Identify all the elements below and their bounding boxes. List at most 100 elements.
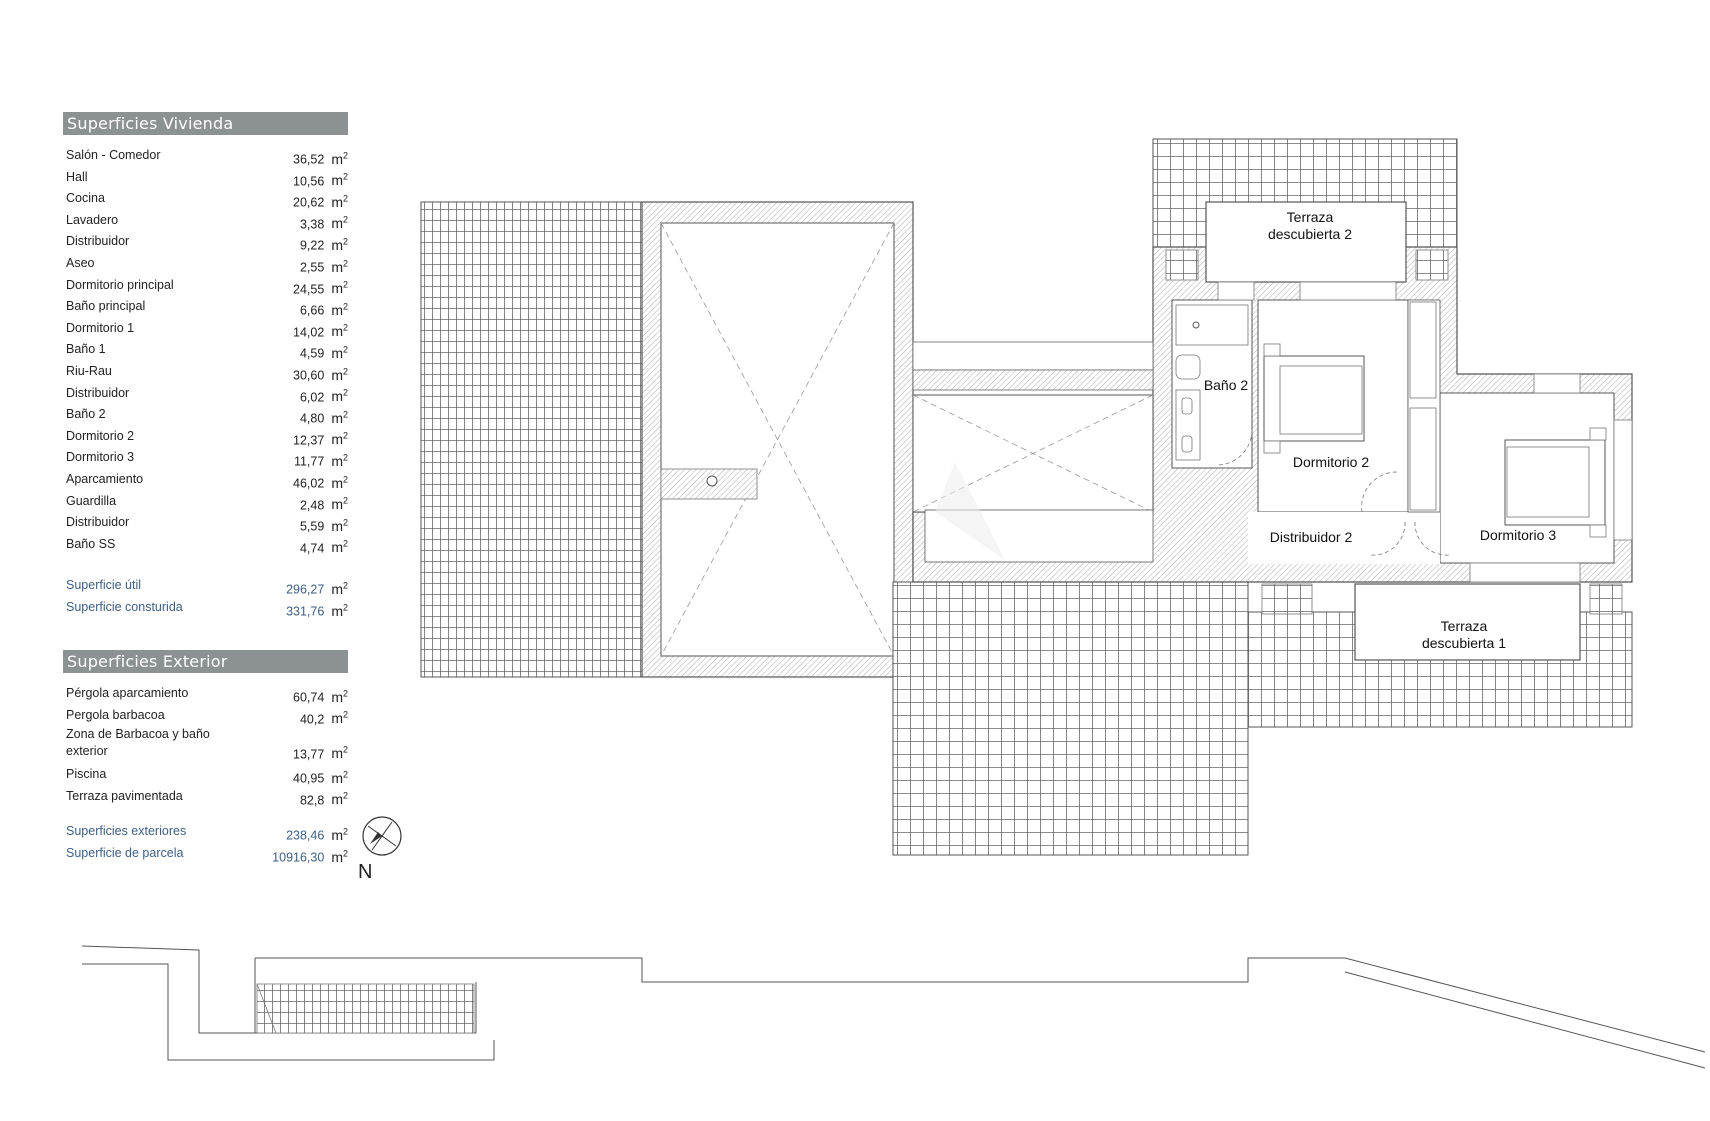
terraza-descubierta-2 [1205,201,1407,283]
area-unit: m2 [331,601,348,619]
area-unit: m2 [331,473,348,491]
interior-areas-header: Superficies Vivienda [63,112,348,135]
area-unit: m2 [331,150,348,167]
area-unit: m2 [331,322,348,340]
area-value: 331,76 m2 [286,597,348,623]
area-number: 10,56 [293,174,325,189]
area-unit: m2 [331,495,348,513]
area-total-row: Superficies exteriores 238,46 m2 [63,821,348,843]
area-label: Baño principal [66,299,146,314]
area-number: 296,27 [286,582,325,597]
area-number: 5,59 [299,519,325,534]
area-number: 6,02 [299,390,325,405]
area-label: Dormitorio 2 [66,428,135,443]
roof-tiles-bottom [892,581,1249,856]
area-unit: m2 [331,301,348,318]
area-label: Superficies exteriores [66,824,187,839]
area-row: Distribuidor 6,02 m2 [63,383,348,405]
area-unit: m2 [331,826,348,844]
area-label: Pergola barbacoa [66,707,165,722]
exterior-areas-header: Superficies Exterior [63,650,348,673]
area-unit: m2 [331,452,348,469]
area-row: Pérgola aparcamiento 60,74 m2 [63,683,348,705]
area-number: 9,22 [299,239,325,254]
area-number: 14,02 [293,325,325,340]
area-row: Baño principal 6,66 m2 [63,296,348,318]
area-label: Pérgola aparcamiento [66,686,189,700]
area-label: Dormitorio 1 [66,320,135,335]
area-label: Distribuidor [66,234,130,249]
area-number: 3,38 [299,217,325,232]
area-unit: m2 [331,847,348,865]
area-number: 60,74 [293,690,325,705]
area-value: 238,46 m2 [286,821,348,847]
area-value: 6,02 m2 [300,383,348,409]
area-unit: m2 [331,409,348,426]
area-number: 11,77 [293,454,325,469]
area-unit: m2 [331,279,348,297]
area-value: 6,66 m2 [300,296,348,322]
area-row: Dormitorio 1 14,02 m2 [63,318,348,340]
area-label: Distribuidor [66,385,130,400]
area-label: Zona de Barbacoa y baño exterior [66,727,210,759]
area-label: Lavadero [66,212,119,227]
area-value: 11,77 m2 [294,447,348,473]
area-label: Aparcamiento [66,471,144,486]
exterior-areas-table: Superficies Exterior Pérgola aparcamient… [63,650,348,865]
area-label: Dormitorio 3 [66,450,135,465]
area-label: Superficie útil [66,578,142,593]
area-number: 6,66 [299,303,325,318]
area-number: 30,60 [293,368,325,383]
area-unit: m2 [331,688,348,705]
area-label: Aseo [66,255,95,270]
compass-label: N [358,861,372,883]
label-terraza-2-line1: Terraza [1287,209,1334,225]
north-compass-icon [362,816,402,856]
area-value: 4,80 m2 [300,404,348,430]
area-number: 331,76 [286,604,325,619]
area-number: 2,48 [299,498,325,513]
area-unit: m2 [331,538,348,556]
area-row: Dormitorio 3 11,77 m2 [63,447,348,469]
area-unit: m2 [331,769,348,786]
area-number: 238,46 [286,829,325,844]
area-number: 4,80 [299,411,325,426]
terraza-descubierta-1 [1354,583,1581,661]
area-number: 36,52 [293,152,325,167]
area-label: Dormitorio principal [66,277,174,292]
area-unit: m2 [331,387,348,405]
area-unit: m2 [331,790,348,808]
area-label: Riu-Rau [66,363,112,378]
area-number: 82,8 [299,793,325,808]
